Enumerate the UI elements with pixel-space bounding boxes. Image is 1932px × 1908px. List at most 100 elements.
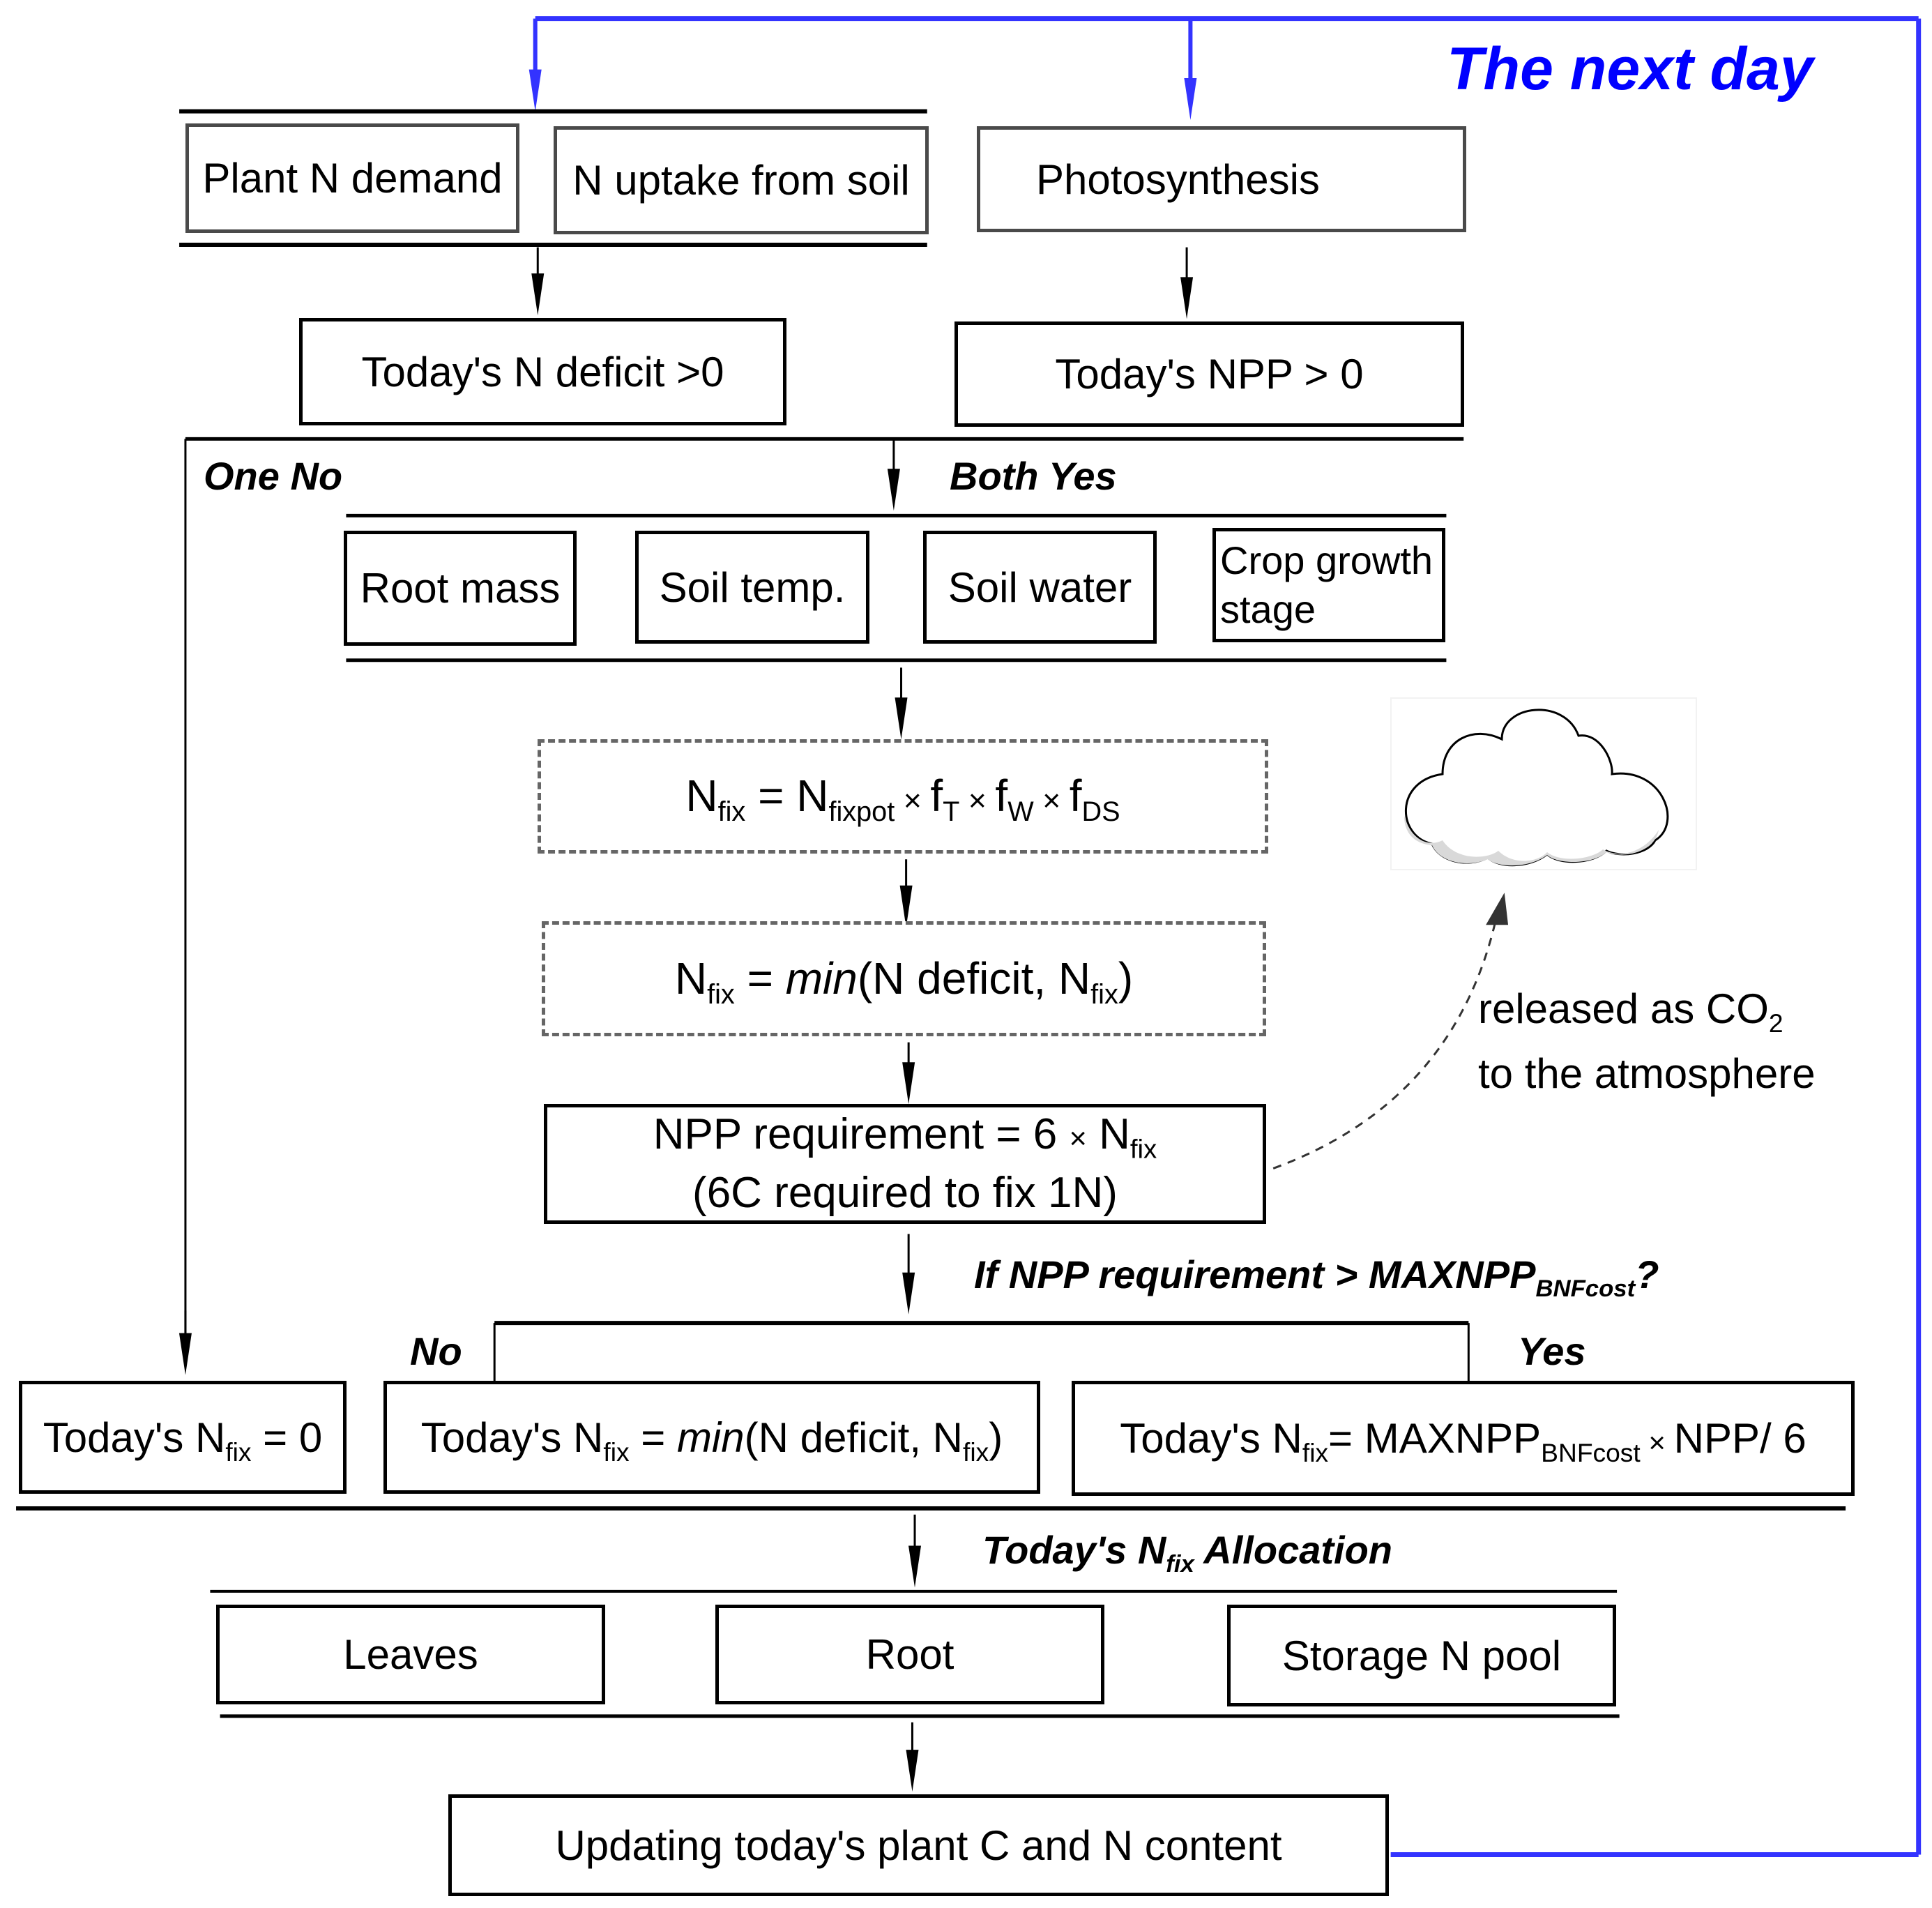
plant-n-demand-box: Plant N demand (185, 123, 519, 233)
npp-requirement-line1: NPP requirement = 6 × Nfix (653, 1105, 1157, 1164)
crop-growth-stage-box: Crop growth stage (1212, 528, 1445, 642)
text: = MAXNPP (1328, 1415, 1542, 1462)
soil-water-label: Soil water (948, 563, 1132, 611)
update-plant-content-label: Updating today's plant C and N content (555, 1822, 1282, 1869)
nfix-potential-equation: Nfix = Nfixpot × fT × fW × fDS (685, 771, 1120, 826)
soil-water-box: Soil water (923, 531, 1157, 644)
update-plant-content-box: Updating today's plant C and N content (448, 1794, 1389, 1896)
text: Today's N (1120, 1415, 1302, 1462)
co2-note-line1: released as CO2 (1478, 976, 1816, 1041)
subscript: fix (963, 1437, 989, 1467)
leaves-label: Leaves (343, 1631, 478, 1678)
text: (N deficit, N (744, 1414, 964, 1461)
text: released as CO (1478, 985, 1769, 1032)
nfix-min-box: Today's Nfix = min(N deficit, Nfix) (383, 1381, 1040, 1494)
nfix-potential-equation-box: Nfix = Nfixpot × fT × fW × fDS (538, 739, 1268, 854)
eq-term: N (1086, 1110, 1130, 1159)
eq-sub: fix (707, 978, 735, 1010)
text: = 0 (251, 1414, 323, 1461)
eq-sub: DS (1081, 796, 1120, 828)
loop-arrow-n-head (528, 69, 542, 112)
eq-term: N (796, 771, 829, 821)
eq-sub: W (1007, 796, 1034, 828)
text: Today's N (43, 1414, 226, 1461)
root-mass-label: Root mass (360, 565, 561, 612)
eq-term: f (1069, 771, 1082, 821)
function: min (676, 1414, 745, 1461)
n-deficit-label: Today's N deficit >0 (361, 348, 724, 395)
text: Allocation (1194, 1528, 1392, 1572)
allocation-title: Today's Nfix Allocation (982, 1527, 1392, 1577)
n-deficit-box: Today's N deficit >0 (299, 318, 786, 425)
eq-args: (N deficit, (857, 953, 1058, 1004)
cloud-icon (1390, 697, 1697, 870)
plant-n-demand-label: Plant N demand (202, 155, 503, 202)
subscript: fix (603, 1437, 630, 1467)
eq-op: × (959, 783, 996, 819)
nfix-min-equation-box: Nfix = min(N deficit, Nfix) (542, 921, 1266, 1036)
eq-term: N (685, 771, 718, 821)
arrow-both-yes-head (887, 469, 900, 511)
eq-term: N (674, 953, 708, 1004)
co2-release-arrow (1272, 908, 1500, 1169)
eq-term: N (1058, 953, 1091, 1004)
eq-sub: fixpot (828, 796, 895, 828)
photosynthesis-label: Photosynthesis (1036, 156, 1320, 203)
subscript: BNFcost (1535, 1275, 1636, 1303)
decision-question: If NPP requirement > MAXNPPBNFcost? (974, 1252, 1659, 1301)
both-yes-label: Both Yes (950, 454, 1117, 498)
root-label: Root (865, 1631, 954, 1678)
root-mass-box: Root mass (344, 531, 577, 646)
arrow-to-eq2-head (899, 885, 913, 927)
co2-release-arrow-head (1486, 893, 1509, 925)
text: If NPP requirement > MAXNPP (974, 1252, 1536, 1296)
npp-requirement-line2: (6C required to fix 1N) (692, 1169, 1118, 1217)
next-day-label: The next day (1447, 36, 1813, 103)
nfix-min-label: Today's Nfix = min(N deficit, Nfix) (421, 1414, 1003, 1465)
arrow-to-npp-head (1180, 277, 1194, 319)
crop-growth-stage-label: Crop growth stage (1220, 538, 1433, 631)
npp-requirement-box: NPP requirement = 6 × Nfix (6C required … (544, 1104, 1266, 1224)
co2-note-line2: to the atmosphere (1478, 1050, 1816, 1097)
eq-function: min (785, 953, 858, 1004)
allocation-leaves-box: Leaves (216, 1605, 605, 1704)
text: Today's N (982, 1528, 1166, 1572)
eq-op: × (895, 783, 931, 819)
eq-close: ) (1118, 953, 1134, 1004)
text: NPP requirement = 6 (653, 1110, 1070, 1159)
nfix-zero-box: Today's Nfix = 0 (19, 1381, 347, 1494)
decision-yes-label: Yes (1518, 1329, 1586, 1373)
loop-arrow-photo-head (1184, 77, 1197, 120)
subscript: BNFcost (1541, 1438, 1641, 1468)
nfix-zero-label: Today's Nfix = 0 (43, 1414, 323, 1465)
allocation-storage-box: Storage N pool (1227, 1605, 1616, 1706)
nfix-max-box: Today's Nfix= MAXNPPBNFcost × NPP/ 6 (1072, 1381, 1855, 1496)
nfix-min-equation: Nfix = min(N deficit, Nfix) (674, 953, 1134, 1008)
n-uptake-box: N uptake from soil (554, 126, 929, 234)
subscript: fix (225, 1437, 252, 1467)
text: NPP/ 6 (1673, 1415, 1807, 1462)
eq-op: × (1640, 1426, 1674, 1459)
text: = (629, 1414, 677, 1461)
eq-sub: fix (717, 796, 746, 828)
subscript: 2 (1768, 1008, 1783, 1038)
npp-positive-box: Today's NPP > 0 (954, 321, 1464, 427)
soil-temp-label: Soil temp. (659, 563, 846, 611)
npp-positive-label: Today's NPP > 0 (1055, 351, 1364, 397)
text: ) (989, 1414, 1003, 1461)
eq-sub: fix (1129, 1134, 1157, 1165)
photosynthesis-box: Photosynthesis (977, 126, 1466, 232)
soil-temp-box: Soil temp. (635, 531, 869, 644)
eq-sub: fix (1090, 978, 1118, 1010)
eq-op: = (734, 953, 786, 1004)
n-uptake-label: N uptake from soil (572, 157, 910, 204)
eq-op: = (745, 771, 797, 821)
one-no-label: One No (204, 454, 343, 498)
eq-op: × (1033, 783, 1070, 819)
eq-op: × (1069, 1122, 1087, 1156)
arrow-to-allocation-head (908, 1545, 922, 1588)
arrow-one-no-head (178, 1333, 192, 1375)
arrow-to-npp-req-head (902, 1062, 915, 1105)
co2-release-note: released as CO2 to the atmosphere (1478, 976, 1816, 1106)
